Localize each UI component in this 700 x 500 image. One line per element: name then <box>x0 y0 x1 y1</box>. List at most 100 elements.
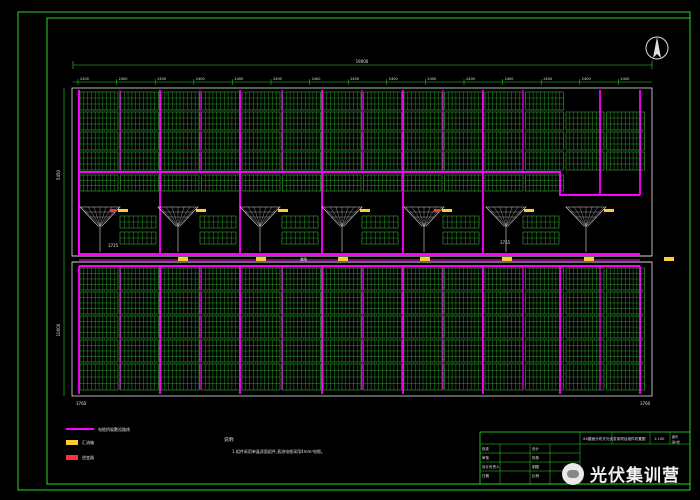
panel-block <box>160 131 200 151</box>
panel-block <box>525 174 564 192</box>
combiner-box <box>196 209 206 212</box>
panel-block <box>484 363 524 391</box>
panel-block <box>322 111 362 131</box>
panel-block <box>119 231 157 245</box>
notes-heading: 说明: <box>224 436 235 443</box>
panel-block <box>160 291 200 315</box>
panel-block <box>322 151 362 171</box>
combiner-box <box>442 209 452 212</box>
panel-block <box>201 174 240 192</box>
panel-block <box>282 363 321 391</box>
panel-block <box>363 151 402 171</box>
panel-block <box>282 339 321 363</box>
panel-block <box>79 291 119 315</box>
panel-block <box>403 267 443 291</box>
combiner-box <box>502 257 512 261</box>
panel-block <box>606 151 645 171</box>
tb-r1-c0: 审核 <box>482 455 490 460</box>
tb-r0-c2: 设计 <box>532 446 540 451</box>
combiner-box <box>338 257 348 261</box>
panel-block <box>565 291 605 315</box>
top-dimension-label: 2400 <box>466 77 475 81</box>
panel-block <box>282 315 321 339</box>
panel-block <box>363 111 402 131</box>
panel-block <box>241 339 281 363</box>
outer-frame <box>17 11 691 491</box>
panel-block <box>120 91 159 111</box>
panel-block <box>403 111 443 131</box>
panel-block <box>525 267 564 291</box>
panel-block <box>606 267 645 291</box>
panel-block <box>322 174 362 192</box>
inverter-fan <box>321 206 430 261</box>
top-dimension-label: 2400 <box>273 77 282 81</box>
panel-block <box>282 291 321 315</box>
panel-block <box>403 151 443 171</box>
panel-block <box>241 363 281 391</box>
legend: 电缆桥架敷设路线 汇流箱 逆变器 <box>66 426 130 460</box>
inverter-fan <box>79 206 188 261</box>
combiner-box <box>278 209 288 212</box>
panel-block <box>403 339 443 363</box>
panel-block <box>363 291 402 315</box>
panel-block <box>322 291 362 315</box>
title-sheet: 第1张 <box>672 439 680 444</box>
panel-block <box>79 174 119 192</box>
panel-block <box>606 291 645 315</box>
panel-block <box>120 174 159 192</box>
notes-line-1: 1.组件采用单晶双面组件,直流电缆采用4mm²电缆。 <box>232 448 325 454</box>
panel-block <box>120 111 159 131</box>
notes: 说明: 1.组件采用单晶双面组件,直流电缆采用4mm²电缆。 <box>224 436 325 454</box>
panel-block <box>525 111 564 131</box>
panel-block <box>484 91 524 111</box>
panel-block <box>484 174 524 192</box>
combiner-box <box>178 257 188 261</box>
panel-block <box>444 267 483 291</box>
overall-dimension: 19000 <box>72 59 653 69</box>
panel-block <box>241 267 281 291</box>
title-drawing-no: 图号 <box>672 434 678 439</box>
tb-r1-c2: 校核 <box>532 455 540 460</box>
panel-block <box>444 131 483 151</box>
panel-block <box>79 91 119 111</box>
panel-block <box>281 215 319 229</box>
title-project: XX屋面分布式光伏发电项目组件布置图 <box>583 436 646 441</box>
panel-block <box>201 315 240 339</box>
panel-block <box>444 339 483 363</box>
panel-block <box>565 151 605 171</box>
panel-block <box>444 291 483 315</box>
combiner-box <box>360 209 370 212</box>
panel-block <box>525 151 564 171</box>
panel-block <box>120 151 159 171</box>
panel-block <box>120 291 159 315</box>
panel-block <box>403 131 443 151</box>
panel-block <box>241 291 281 315</box>
panel-block <box>322 131 362 151</box>
panel-block <box>484 151 524 171</box>
panel-block <box>199 231 237 245</box>
top-dimension-label: 2400 <box>543 77 552 81</box>
inverter-fan-groups <box>79 206 674 261</box>
panel-block <box>282 174 321 192</box>
panel-block <box>322 363 362 391</box>
inverter-fan <box>239 206 348 261</box>
cable-route <box>78 90 640 255</box>
top-dimension-label: 2400 <box>620 77 629 81</box>
panel-block <box>282 91 321 111</box>
inverter-fan <box>485 206 594 261</box>
panel-block <box>444 174 483 192</box>
inverter-fan <box>157 206 266 261</box>
panel-block <box>241 91 281 111</box>
panel-block <box>363 363 402 391</box>
left-dimension-mid: 5450 <box>56 169 61 180</box>
legend-cable-label: 电缆桥架敷设路线 <box>98 426 130 432</box>
legend-combiner-label: 汇流箱 <box>82 439 94 445</box>
panel-block <box>484 111 524 131</box>
panel-block <box>241 131 281 151</box>
panel-block <box>565 363 605 391</box>
panel-block <box>201 339 240 363</box>
combiner-box <box>524 209 534 212</box>
panel-block <box>361 215 399 229</box>
top-dimension-label: 2400 <box>196 77 205 81</box>
